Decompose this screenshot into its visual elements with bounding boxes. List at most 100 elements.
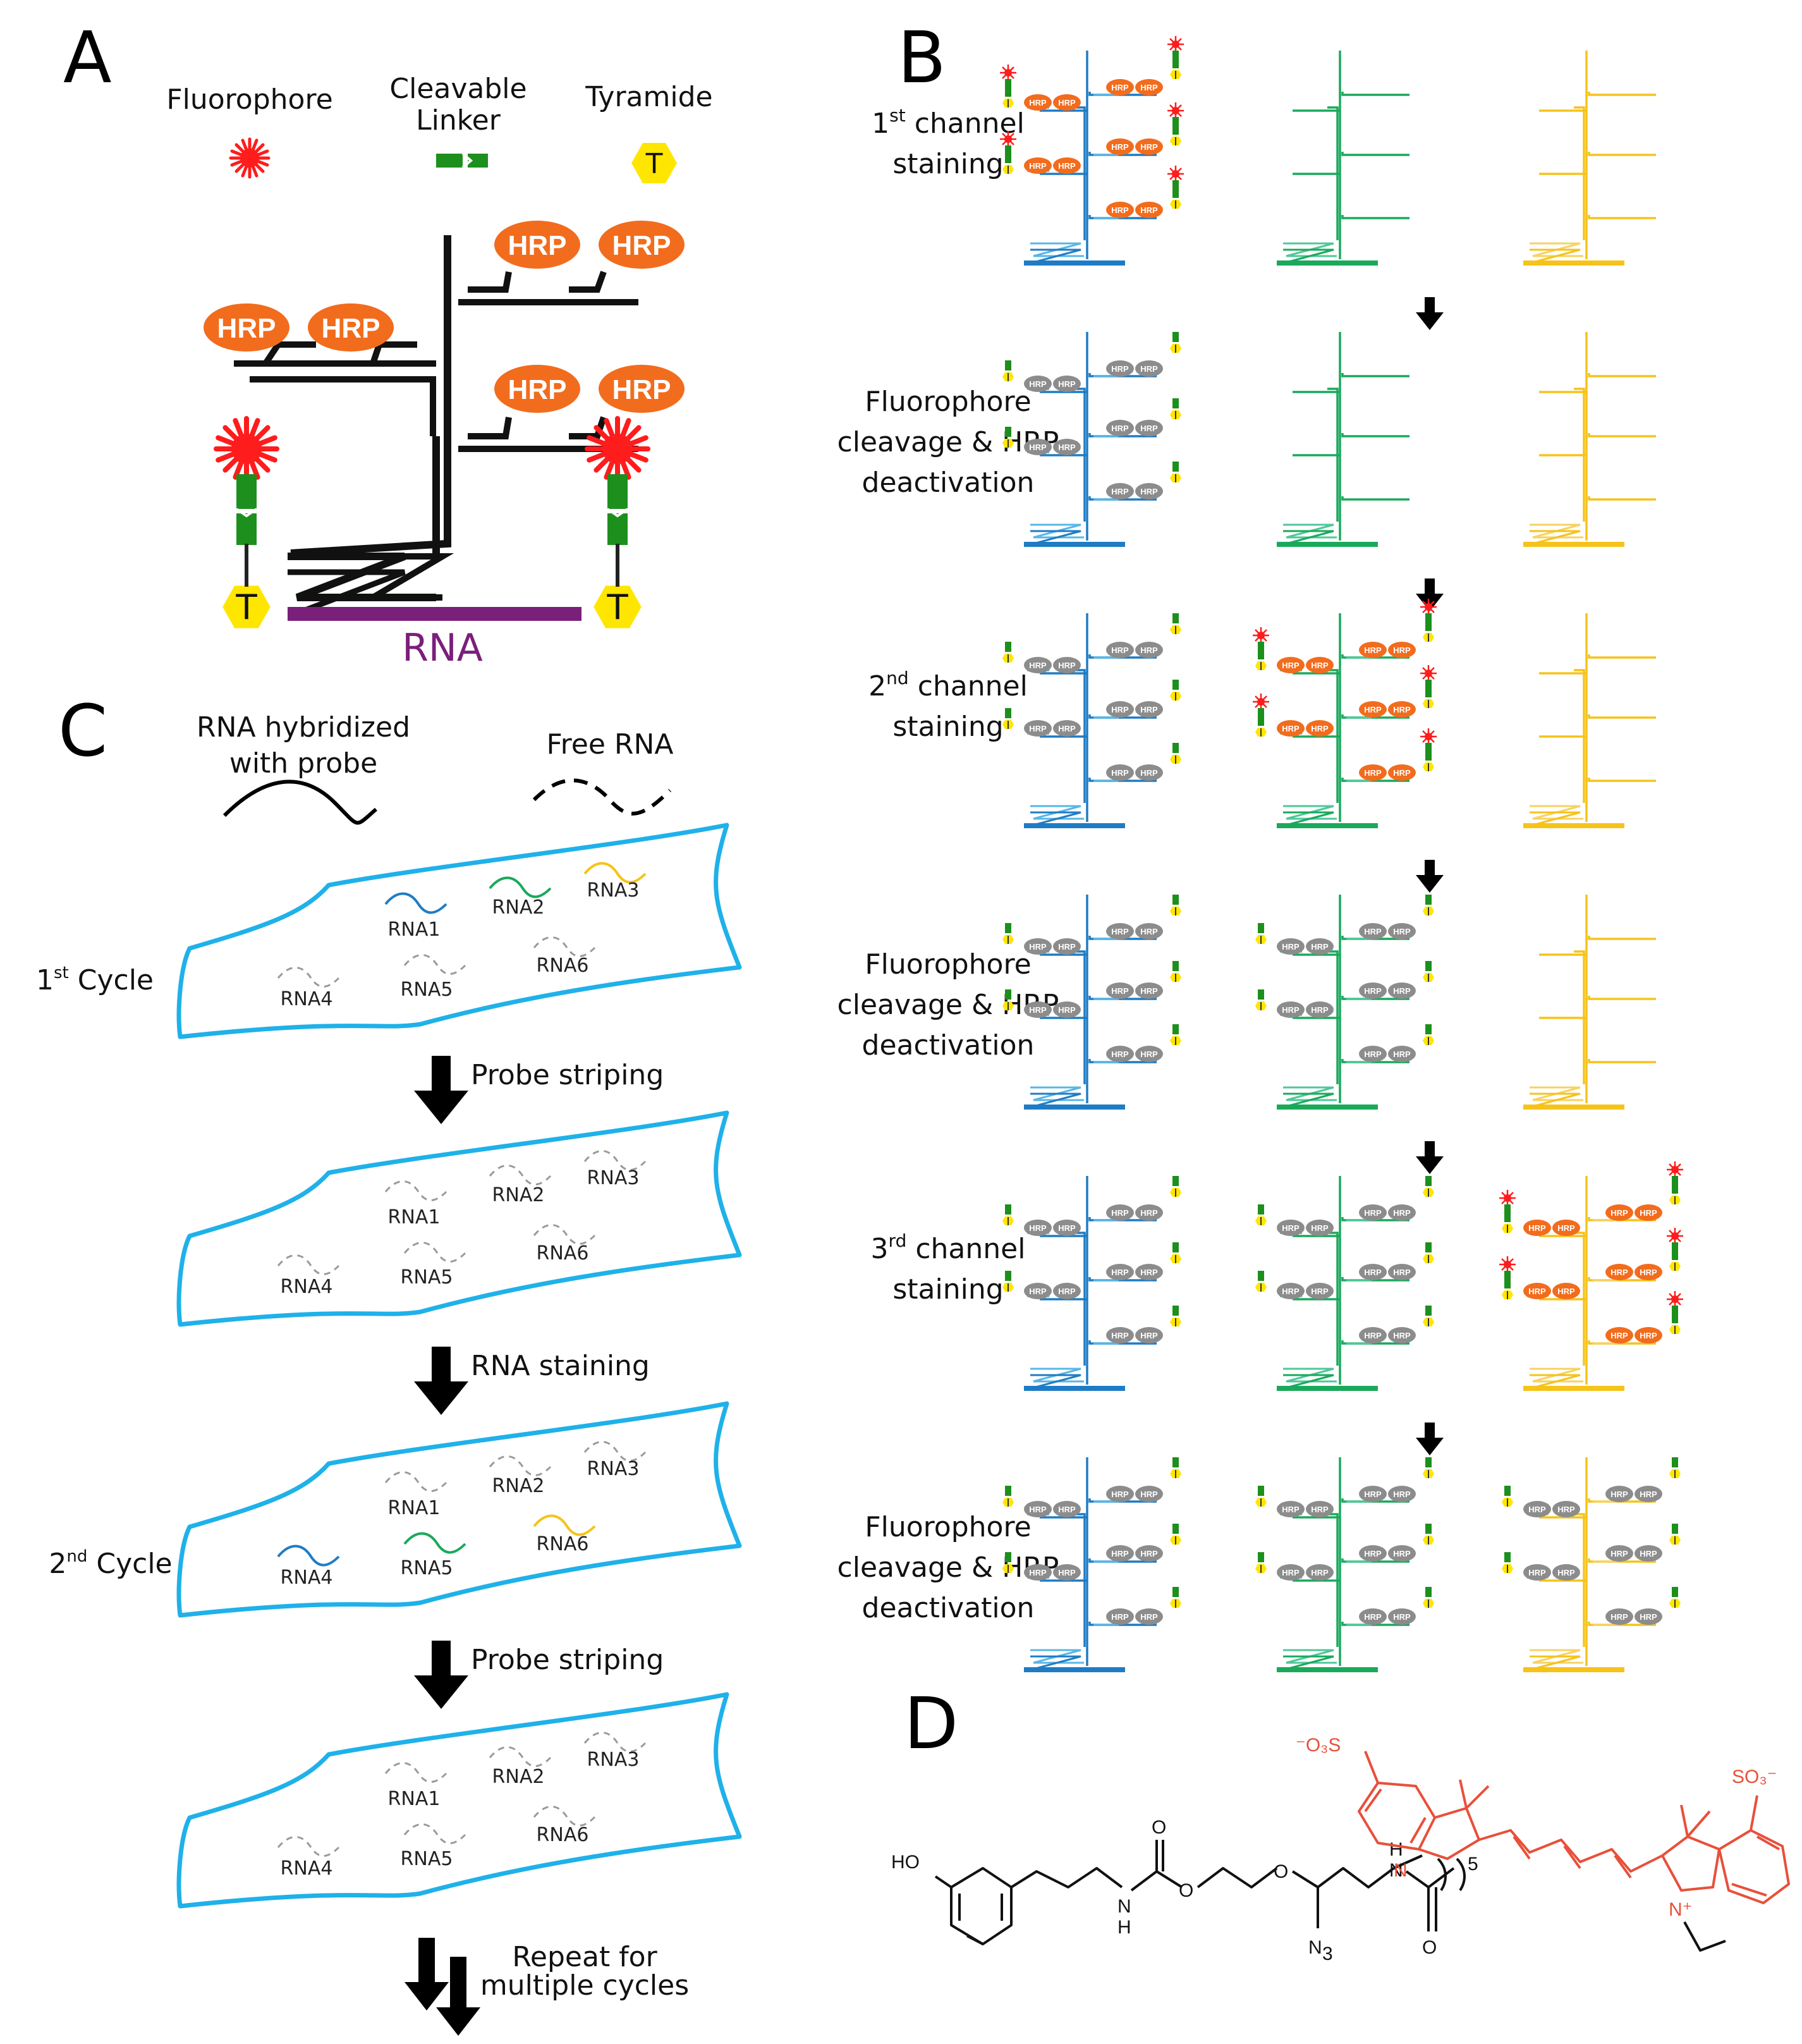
- hrp-enzyme: HRP: [1523, 1283, 1551, 1299]
- arrow-shaft: [450, 1957, 466, 2010]
- cleaved-tyramide-marker: [1169, 398, 1182, 420]
- hrp-label: HRP: [1364, 1050, 1382, 1059]
- hrp-oval: [1135, 360, 1163, 377]
- hrp-oval: [1306, 657, 1334, 673]
- hrp-enzyme: HRP: [1106, 138, 1134, 155]
- probe-line: [1088, 373, 1157, 377]
- hrp-enzyme: HRP: [1024, 1001, 1052, 1018]
- hrp-oval: [1053, 720, 1081, 737]
- hrp-oval: [494, 221, 580, 269]
- hrp-oval: [1359, 982, 1387, 999]
- step-subtitle: deactivation: [862, 1592, 1035, 1624]
- linker-block: [468, 154, 488, 168]
- hrp-oval: [1277, 1001, 1305, 1018]
- stained-fluorophore-marker: [1251, 626, 1270, 671]
- hrp-enzyme: HRP: [1024, 94, 1052, 111]
- arrow-shaft: [432, 1347, 451, 1383]
- hrp-oval: [1024, 1564, 1052, 1581]
- hrp-oval: [1306, 1220, 1334, 1236]
- hrp-oval: [1106, 982, 1134, 999]
- probe-line: [1574, 388, 1585, 522]
- arrow-head: [414, 1091, 468, 1124]
- rna-free-wave: [277, 1254, 340, 1275]
- azide-subscript: 3: [1322, 1943, 1333, 1964]
- ethyl-chain: [1010, 1867, 1123, 1888]
- stained-fluorophore-marker: [1166, 101, 1185, 147]
- hrp-oval: [1053, 157, 1081, 174]
- stained-fluorophore-marker: [1665, 1290, 1684, 1335]
- rna-hybridized-wave: [489, 876, 552, 898]
- step-ordinal-suffix: nd: [886, 668, 909, 688]
- hrp-enzyme: HRP: [1106, 1486, 1134, 1502]
- probe-line: [1088, 1498, 1157, 1503]
- cleaved-tyramide-marker: [1169, 1523, 1182, 1545]
- hrp-oval: [1135, 138, 1163, 155]
- hrp-label: HRP: [1058, 1568, 1076, 1577]
- cycle-label-part: nd: [66, 1547, 87, 1566]
- hrp-oval: [1135, 1264, 1163, 1280]
- rna-free-wave: [384, 1471, 447, 1492]
- linker-block: [607, 474, 628, 509]
- cleaved-tyramide-marker: [1422, 1586, 1435, 1608]
- probe-line: [1327, 106, 1339, 240]
- legend-free-wave: [532, 778, 672, 816]
- hrp-label: HRP: [1311, 724, 1329, 733]
- hrp-enzyme: HRP: [1053, 439, 1081, 455]
- hrp-oval: [1106, 79, 1134, 95]
- probe-line: [1341, 714, 1409, 719]
- hrp-oval: [1359, 1486, 1387, 1502]
- hrp-oval: [1053, 1501, 1081, 1517]
- hrp-oval: [1359, 1327, 1387, 1343]
- probe-line: [1588, 1217, 1656, 1221]
- stained-fluorophore-marker: [1251, 692, 1270, 738]
- hrp-label: HRP: [1640, 1268, 1657, 1277]
- arrow-head: [405, 1982, 449, 2010]
- hrp-label: HRP: [1140, 1050, 1158, 1059]
- hrp-enzyme: HRP: [1359, 1486, 1387, 1502]
- hrp-enzyme: HRP: [1135, 79, 1163, 95]
- hrp-enzyme: HRP: [1635, 1608, 1662, 1625]
- hrp-oval: [1277, 938, 1305, 955]
- hrp-enzyme: HRP: [1306, 1001, 1334, 1018]
- cycle-label-part: st: [54, 964, 69, 982]
- hrp-enzyme: HRP: [1306, 1220, 1334, 1236]
- hrp-label: HRP: [1282, 1505, 1300, 1514]
- tyramide-icon: T: [222, 585, 271, 628]
- hrp-label: HRP: [1140, 1268, 1158, 1277]
- arrow-head: [414, 1675, 468, 1709]
- rna-label: RNA2: [492, 1184, 545, 1206]
- sulfonate-right-label: SO₃⁻: [1732, 1766, 1777, 1787]
- hrp-enzyme: HRP: [1306, 720, 1334, 737]
- hrp-enzyme: HRP: [1106, 701, 1134, 718]
- hrp-enzyme: HRP: [1552, 1283, 1580, 1299]
- probe-base: [1024, 542, 1125, 547]
- hrp-oval: [494, 365, 580, 413]
- hrp-label: HRP: [1058, 161, 1076, 171]
- hrp-enzyme: HRP: [1135, 420, 1163, 436]
- probe-line: [1088, 152, 1157, 156]
- cell-outline: [176, 1401, 742, 1618]
- step-ordinal-suffix: rd: [889, 1230, 907, 1251]
- hrp-oval: [1277, 1220, 1305, 1236]
- hrp-oval: [1135, 420, 1163, 436]
- hrp-enzyme: HRP: [1388, 1486, 1416, 1502]
- panel-label-c: C: [58, 690, 107, 773]
- probe-line: [1588, 373, 1656, 377]
- panel-label-a: A: [63, 17, 112, 99]
- hrp-enzyme: HRP: [1024, 439, 1052, 455]
- rna-label: RNA1: [388, 1206, 441, 1228]
- hrp-label: HRP: [1111, 205, 1129, 215]
- cleaved-tyramide-marker: [1002, 922, 1014, 945]
- hrp-enzyme: HRP: [1605, 1264, 1633, 1280]
- rna-free-wave: [583, 1150, 647, 1171]
- probe-base: [1523, 1386, 1624, 1391]
- hrp-enzyme: HRP: [1523, 1220, 1551, 1236]
- hrp-label: HRP: [1111, 1490, 1129, 1499]
- hrp-enzyme: HRP: [1635, 1264, 1662, 1280]
- hrp-enzyme: HRP: [1359, 1046, 1387, 1062]
- hrp-oval: [1135, 1545, 1163, 1562]
- hrp-label: HRP: [1393, 1490, 1411, 1499]
- hrp-enzyme: HRP: [308, 303, 394, 352]
